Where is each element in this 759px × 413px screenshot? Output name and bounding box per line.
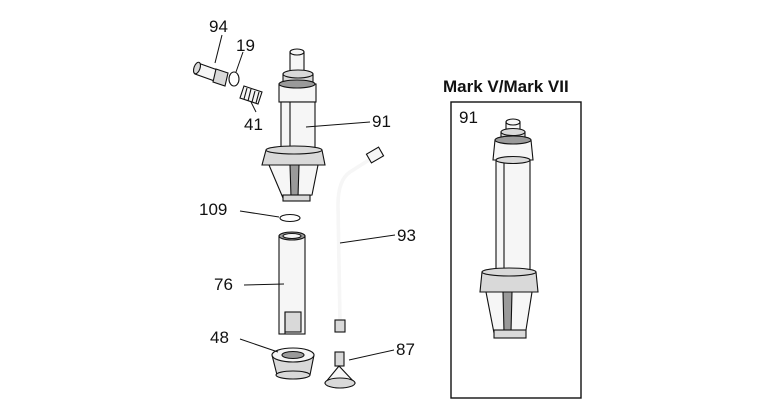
part-19-o-ring — [228, 71, 240, 87]
callout-48: 48 — [210, 328, 229, 347]
callout-94: 94 — [209, 17, 228, 36]
callout-76: 76 — [214, 275, 233, 294]
inset-pump-cylinder — [479, 118, 539, 339]
inset-title: Mark V/Mark VII — [443, 77, 569, 96]
part-87-foot — [324, 351, 356, 389]
callout-41: 41 — [244, 115, 263, 134]
callout-87: 87 — [396, 340, 415, 359]
part-109-o-ring — [279, 213, 301, 223]
part-91-pump-cylinder — [261, 48, 326, 202]
callout-93: 93 — [397, 226, 416, 245]
inset-callout-91: 91 — [459, 108, 478, 127]
part-48-nut — [271, 347, 315, 380]
part-76-sleeve — [278, 231, 306, 335]
callout-19: 19 — [236, 36, 255, 55]
callout-91: 91 — [372, 112, 391, 131]
part-94-fitting — [192, 61, 229, 87]
callout-109: 109 — [199, 200, 227, 219]
part-41-spring — [239, 85, 263, 105]
inset-frame — [450, 101, 582, 399]
leader-lines — [214, 34, 396, 361]
part-93-tube — [334, 146, 385, 333]
